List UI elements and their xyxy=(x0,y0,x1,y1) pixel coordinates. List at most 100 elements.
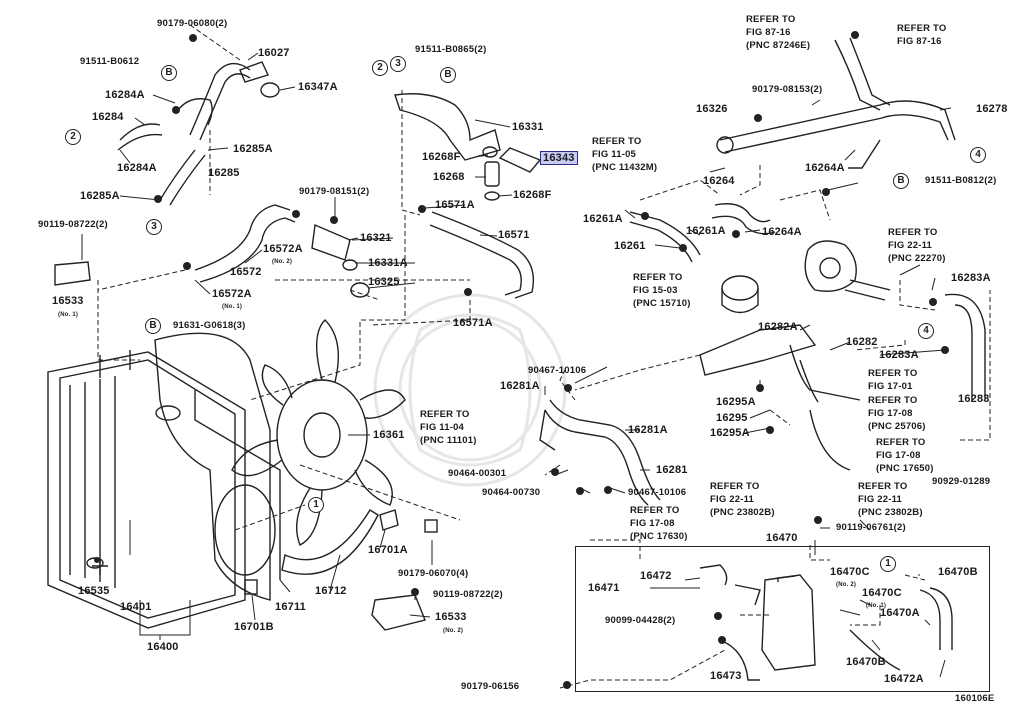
part-label: 16261 xyxy=(614,240,646,252)
fan-shroud xyxy=(154,332,276,601)
part-label: 16285A xyxy=(233,143,273,155)
part-label: 16712 xyxy=(315,585,347,597)
part-label: 16471 xyxy=(588,582,620,594)
part-label: 16268F xyxy=(513,189,552,201)
part-label: 16470C xyxy=(830,566,870,578)
part-label: 16401 xyxy=(120,601,152,613)
figure-id: 160106E xyxy=(955,693,995,704)
callout-b: B xyxy=(893,173,909,189)
part-label: 16264 xyxy=(703,175,735,187)
part-label: 90464-00301 xyxy=(448,468,507,479)
part-label: 16331 xyxy=(512,121,544,133)
part-label: 16284A xyxy=(105,89,145,101)
part-label: 90119-08722(2) xyxy=(433,589,503,600)
part-label: 16533 xyxy=(435,611,467,623)
part-label: 16278 xyxy=(976,103,1008,115)
part-label: 16533 xyxy=(52,295,84,307)
part-label: 16472 xyxy=(640,570,672,582)
part-label: 16282 xyxy=(846,336,878,348)
part-label: 16400 xyxy=(147,641,179,653)
part-label: 16321 xyxy=(360,232,392,244)
part-label: 16470B xyxy=(846,656,886,668)
part-label: 16470 xyxy=(766,532,798,544)
callout-4: 4 xyxy=(970,147,986,163)
part-label: 16571A xyxy=(435,199,475,211)
part-label: 91511-B0865(2) xyxy=(415,44,487,55)
part-label: 16295A xyxy=(716,396,756,408)
part-label: 16261A xyxy=(583,213,623,225)
part-label: 16281 xyxy=(656,464,688,476)
part-label: 16283 xyxy=(958,393,990,405)
part-label: 16268 xyxy=(433,171,465,183)
part-label: 90929-01289 xyxy=(932,476,991,487)
part-label: 16470B xyxy=(938,566,978,578)
part-label: 16470C xyxy=(862,587,902,599)
part-label: 16572A xyxy=(212,288,252,300)
callout-3: 3 xyxy=(146,219,162,235)
part-label: 16285A xyxy=(80,190,120,202)
part-label: 90179-08153(2) xyxy=(752,84,823,95)
part-label: 16283A xyxy=(951,272,991,284)
part-label: 16571A xyxy=(453,317,493,329)
part-label: 91511-B0812(2) xyxy=(925,175,997,186)
part-label: 16572 xyxy=(230,266,262,278)
part-label: 90179-06070(4) xyxy=(398,568,469,579)
part-label: 16284 xyxy=(92,111,124,123)
part-label: 91511-B0612 xyxy=(80,56,140,67)
part-label: 16701B xyxy=(234,621,274,633)
part-label: 16284A xyxy=(117,162,157,174)
part-label: 16325 xyxy=(368,276,400,288)
part-label: 90099-04428(2) xyxy=(605,615,676,626)
part-label: 16701A xyxy=(368,544,408,556)
callout-4: 4 xyxy=(918,323,934,339)
part-label: 16295A xyxy=(710,427,750,439)
part-label: 16473 xyxy=(710,670,742,682)
part-label: 16535 xyxy=(78,585,110,597)
part-label: 16283A xyxy=(879,349,919,361)
part-label: 16027 xyxy=(258,47,290,59)
part-label: 16571 xyxy=(498,229,530,241)
callout-1: 1 xyxy=(880,556,896,572)
part-note: (No. 1) xyxy=(222,304,243,310)
highlighted-part-label[interactable]: 16343 xyxy=(540,151,578,165)
part-label: 91631-G0618(3) xyxy=(173,320,246,331)
part-label: 16282A xyxy=(758,321,798,333)
part-label: 16285 xyxy=(208,167,240,179)
part-label: 16470A xyxy=(880,607,920,619)
part-label: 16281A xyxy=(628,424,668,436)
part-label: 90467-10106 xyxy=(528,365,587,376)
callout-2: 2 xyxy=(372,60,388,76)
part-label: 16711 xyxy=(275,601,306,613)
reservoir-group-box xyxy=(575,546,990,692)
part-note: (No. 2) xyxy=(836,582,857,588)
callout-2: 2 xyxy=(65,129,81,145)
part-label: 16261A xyxy=(686,225,726,237)
part-label: 90464-00730 xyxy=(482,487,541,498)
part-label: 16572A xyxy=(263,243,303,255)
part-label: 16264A xyxy=(805,162,845,174)
part-label: 16264A xyxy=(762,226,802,238)
callout-b: B xyxy=(440,67,456,83)
part-label: 90467-10106 xyxy=(628,487,687,498)
part-label: 16281A xyxy=(500,380,540,392)
radiator-assembly xyxy=(47,350,281,629)
part-label: 16331A xyxy=(368,257,408,269)
part-label: 16268F xyxy=(422,151,461,163)
part-label: 90119-06761(2) xyxy=(836,522,906,533)
part-label: 90179-06080(2) xyxy=(157,18,228,29)
callout-3: 3 xyxy=(390,56,406,72)
part-label: 90119-08722(2) xyxy=(38,219,108,230)
part-note: (No. 2) xyxy=(272,259,293,265)
